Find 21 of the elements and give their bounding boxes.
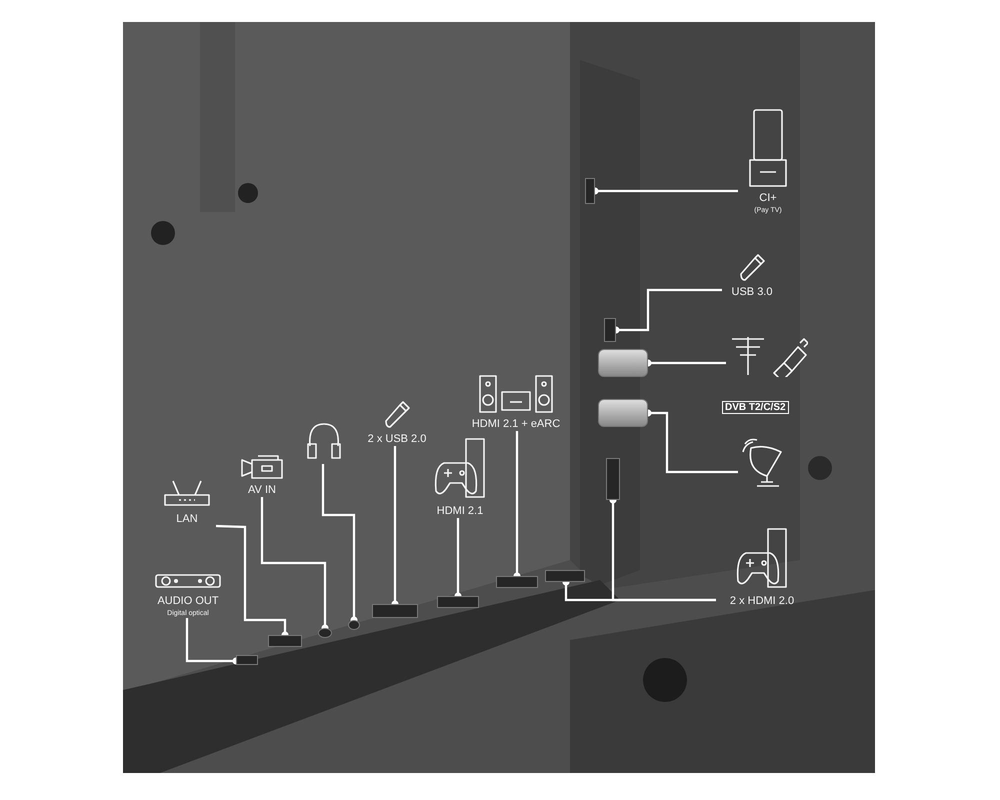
port-slot xyxy=(372,604,418,618)
port-slot xyxy=(606,458,620,500)
connector-label: HDMI 2.1 + eARC xyxy=(472,418,560,431)
connector-label: AV IN xyxy=(248,484,276,497)
port-slot xyxy=(545,570,585,582)
coaxial-connector xyxy=(598,399,648,427)
port-slot xyxy=(496,576,538,588)
connector-label: 2 x HDMI 2.0 xyxy=(730,595,794,608)
connector-label: HDMI 2.1 xyxy=(436,505,484,518)
connector-label: 2 x USB 2.0 xyxy=(368,433,426,446)
standard-label: DVB T2/C/S2 xyxy=(722,401,789,414)
port-slot xyxy=(437,596,479,608)
connector-label: AUDIO OUT xyxy=(157,595,219,608)
coaxial-connector xyxy=(598,349,648,377)
port-slot xyxy=(604,318,616,342)
connector-label: LAN xyxy=(176,513,198,526)
connector-label: USB 3.0 xyxy=(732,286,772,299)
port-slot xyxy=(236,655,258,665)
port-slot xyxy=(585,178,595,204)
port-slot xyxy=(268,635,302,647)
connector-label: CI+ xyxy=(759,192,777,205)
